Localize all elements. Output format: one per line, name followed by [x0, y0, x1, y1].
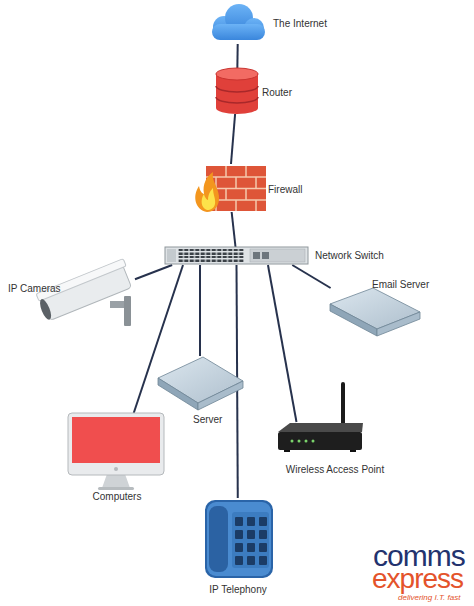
switch-icon [165, 247, 308, 264]
node-label: The Internet [273, 18, 327, 30]
email-server-icon [330, 288, 420, 336]
network-cable [236, 44, 238, 68]
network-switch: Network Switch [165, 247, 308, 265]
cloud-icon [212, 4, 265, 40]
ip-camera: IP Cameras [45, 262, 135, 328]
node-label: Network Switch [315, 250, 384, 262]
network-cable [268, 265, 297, 422]
server-box: Server [157, 356, 243, 410]
node-label: Email Server [372, 279, 429, 291]
router-cylinder: Router [216, 68, 258, 114]
network-cable [199, 265, 201, 356]
wireless-access-point: Wireless Access Point [276, 422, 364, 452]
computer-icon [68, 413, 164, 490]
logo-tagline: delivering I.T. fast [398, 594, 460, 602]
server-icon [158, 357, 243, 410]
network-cable [135, 265, 172, 279]
node-label: IP Cameras [8, 283, 61, 295]
node-label: Wireless Access Point [286, 464, 384, 476]
firewall-icon [195, 166, 266, 212]
network-cable [231, 114, 235, 164]
network-cable [292, 265, 330, 288]
network-cable [237, 265, 238, 498]
node-label: Router [262, 87, 292, 99]
logo-word: express [372, 565, 463, 593]
node-label: Computers [93, 491, 142, 503]
internet-cloud: The Internet [207, 4, 269, 44]
ip-phone: IP Telephony [203, 498, 273, 578]
firewall-wall: Firewall [192, 164, 266, 212]
computer-monitor: Computers [68, 413, 164, 475]
email-server: Email Server [328, 288, 420, 336]
node-label: IP Telephony [209, 584, 266, 596]
network-cable [232, 212, 236, 247]
phone-icon [205, 500, 273, 578]
router-icon [216, 68, 258, 114]
wireless-icon [278, 382, 363, 452]
network-cable [134, 265, 183, 413]
node-label: Firewall [268, 184, 302, 196]
node-label: Server [193, 414, 222, 426]
